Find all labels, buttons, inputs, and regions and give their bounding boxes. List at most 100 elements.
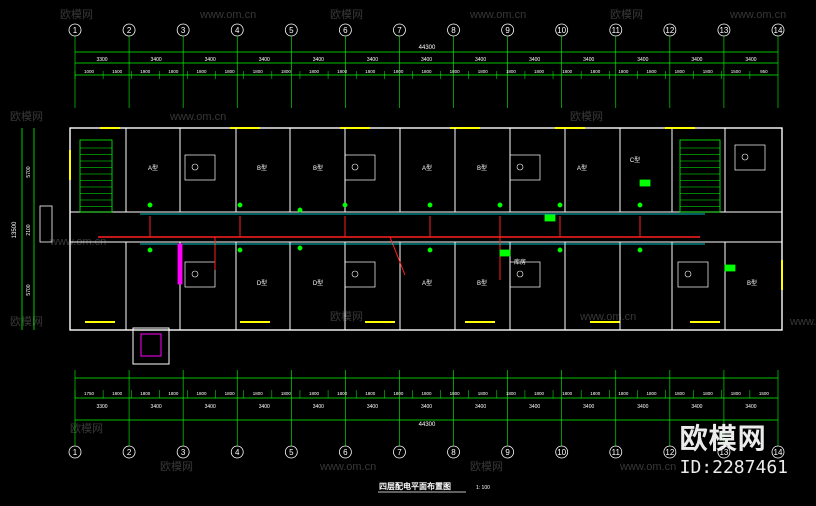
watermark-text: www.om.cn	[169, 111, 226, 123]
dim-text-bottom-row1: 1800	[646, 391, 657, 396]
dim-left-total: 13500	[12, 221, 18, 238]
junction-box	[297, 207, 303, 213]
room-label: D型	[313, 279, 323, 287]
dim-total-bottom: 44300	[419, 422, 436, 428]
axis-label-top: 12	[665, 26, 674, 35]
dim-text-bottom-row1: 1800	[731, 391, 742, 396]
dim-text-bottom-row1: 1800	[421, 391, 432, 396]
watermark-text: www.om.cn	[619, 461, 676, 473]
watermark-id: ID:2287461	[679, 457, 788, 478]
watermark-text: 欧模网	[330, 310, 363, 323]
dim-text-top-row2: 1800	[253, 69, 264, 74]
dim-text-bottom-row1: 1800	[253, 391, 264, 396]
axis-label-bottom: 12	[665, 448, 674, 457]
dim-text-bottom-row1: 1800	[562, 391, 573, 396]
room-label: B型	[477, 279, 487, 287]
dim-text-top-row1: 3400	[421, 57, 432, 63]
dim-text-bottom-row2: 3300	[96, 404, 107, 410]
axis-label-bottom: 10	[557, 448, 566, 457]
watermark-text: www.om.cn	[729, 9, 786, 21]
axis-label-bottom: 14	[774, 448, 783, 457]
riser-shaft	[177, 243, 183, 285]
dim-text-top-row2: 1800	[703, 69, 714, 74]
watermark-text: www.om.cn	[199, 9, 256, 21]
axis-label-bottom: 9	[505, 448, 510, 457]
dim-text-top-row2: 1800	[197, 69, 208, 74]
axis-label-top: 14	[774, 26, 783, 35]
toilet-symbol	[191, 163, 199, 171]
axis-label-top: 11	[612, 26, 621, 35]
watermark-text: www.om.cn	[319, 461, 376, 473]
room-label: B型	[257, 164, 267, 172]
drawing-scale: 1: 100	[476, 485, 490, 491]
dim-text-top-row2: 1800	[534, 69, 545, 74]
dim-text-top-row2: 1800	[618, 69, 629, 74]
dim-text-bottom-row2: 3400	[745, 404, 756, 410]
axis-label-bottom: 5	[289, 448, 294, 457]
dim-text-top-row1: 3400	[529, 57, 540, 63]
bathroom-fixture	[184, 154, 216, 181]
distribution-panel	[544, 214, 556, 222]
dim-text-bottom-row2: 3400	[583, 404, 594, 410]
dim-text-top-row1: 3400	[475, 57, 486, 63]
watermark-text: 欧模网	[570, 110, 603, 123]
bathroom-fixture	[509, 154, 541, 181]
junction-box	[237, 202, 243, 208]
dim-text-top-row2: 1800	[168, 69, 179, 74]
dim-text-bottom-row1: 1800	[450, 391, 461, 396]
dim-text-top-row1: 3400	[367, 57, 378, 63]
axis-label-top: 1	[73, 26, 78, 35]
axis-label-bottom: 8	[451, 448, 456, 457]
axis-label-bottom: 13	[719, 448, 728, 457]
dim-text-top-row1: 3400	[583, 57, 594, 63]
dim-text-top-row1: 3400	[259, 57, 270, 63]
junction-box	[147, 247, 153, 253]
bathroom-fixture	[344, 261, 376, 288]
watermark-text: www.om.cn	[579, 311, 636, 323]
junction-box	[297, 245, 303, 251]
axis-label-top: 5	[289, 26, 294, 35]
watermark-badge: 欧模网 ID:2287461	[680, 417, 788, 478]
dim-text-top-row2: 1800	[450, 69, 461, 74]
dim-text-top-row2: 1800	[421, 69, 432, 74]
dim-text-bottom-row2: 3400	[475, 404, 486, 410]
dim-text-top-row1: 3400	[691, 57, 702, 63]
external-pit	[132, 327, 170, 365]
distribution-panel	[639, 179, 651, 187]
dim-text-bottom-row2: 3400	[205, 404, 216, 410]
dim-text-top-row2: 1800	[478, 69, 489, 74]
room-label: A型	[577, 164, 587, 172]
junction-box	[342, 202, 348, 208]
junction-box	[637, 202, 643, 208]
room-label: A型	[148, 164, 158, 172]
dim-text-bottom-row1: 1800	[337, 391, 348, 396]
junction-box	[427, 202, 433, 208]
dim-text-top-row2: 1800	[225, 69, 236, 74]
dim-text-bottom-row1: 1800	[393, 391, 404, 396]
room-label: A型	[422, 279, 432, 287]
dim-text-bottom-row1: 1800	[197, 391, 208, 396]
dim-text-bottom-row2: 3400	[367, 404, 378, 410]
dim-text-top-row1: 3400	[637, 57, 648, 63]
dim-left: 2100	[26, 224, 32, 235]
dim-text-bottom-row2: 3400	[529, 404, 540, 410]
axis-label-top: 7	[397, 26, 402, 35]
dim-text-top-row2: 1500	[112, 69, 123, 74]
junction-box	[637, 247, 643, 253]
axis-label-bottom: 6	[343, 448, 348, 457]
toilet-symbol	[191, 270, 199, 278]
dim-text-bottom-row1: 1800	[168, 391, 179, 396]
junction-box	[427, 247, 433, 253]
drawing-title: 四层配电平面布置图	[379, 481, 451, 491]
dim-text-top-row2: 1500	[731, 69, 742, 74]
room-label: B型	[747, 279, 757, 287]
toilet-symbol	[684, 270, 692, 278]
stair-west	[79, 139, 113, 213]
dim-text-top-row1: 3400	[205, 57, 216, 63]
watermark-logo: 欧模网	[679, 422, 767, 455]
room-label: C型	[630, 156, 640, 164]
dim-text-top-row2: 1900	[140, 69, 151, 74]
dim-text-bottom-row2: 3400	[259, 404, 270, 410]
stair-east	[679, 139, 721, 213]
dim-text-top-row2: 1800	[337, 69, 348, 74]
